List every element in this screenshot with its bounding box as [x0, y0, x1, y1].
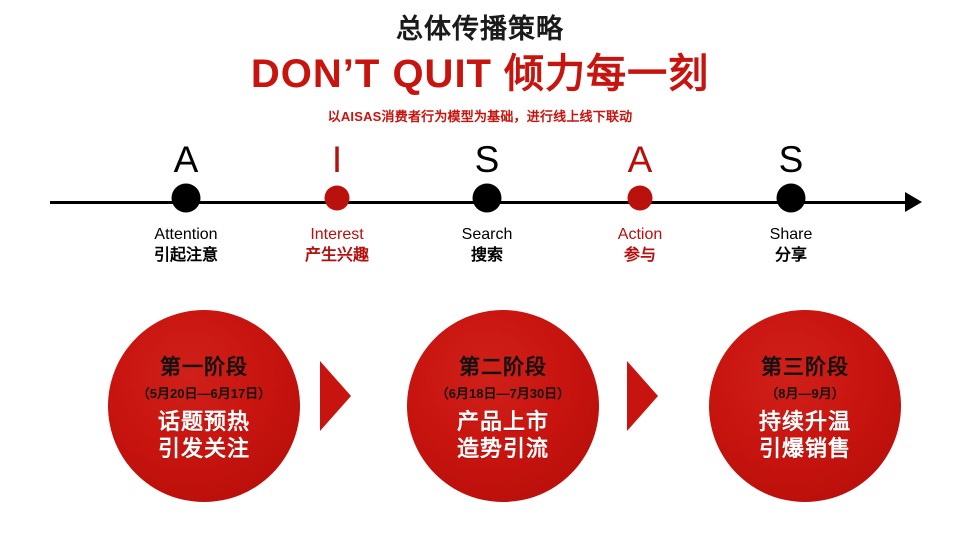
phase-message-line-2: 造势引流 — [456, 435, 549, 461]
node-english-label: Share — [769, 226, 813, 243]
node-chinese-label: 参与 — [623, 247, 656, 264]
phase-arrow-icon-1 — [320, 361, 351, 431]
timeline-dot-icon — [171, 183, 201, 213]
slogan-title: DON’T QUIT 倾力每一刻 — [250, 52, 710, 96]
phase-message-line-1: 话题预热 — [157, 408, 250, 434]
timeline-node-interest[interactable]: I Interest 产生兴趣 — [257, 140, 417, 266]
phase-stage-label: 第一阶段 — [160, 355, 248, 379]
node-letter: I — [331, 139, 343, 180]
timeline-node-action[interactable]: A Action 参与 — [560, 140, 720, 266]
node-chinese-label: 分享 — [774, 247, 807, 264]
node-dot-slot — [711, 182, 871, 216]
phase-message: 话题预热 引发关注 — [158, 408, 250, 462]
timeline-node-attention[interactable]: A Attention 引起注意 — [106, 140, 266, 266]
phase-message: 产品上市 造势引流 — [457, 408, 549, 462]
phase-date-range: （8月—9月） — [765, 385, 845, 401]
phase-message-line-2: 引爆销售 — [758, 435, 851, 461]
phase-arrow-icon-2 — [627, 361, 658, 431]
node-chinese-label: 产生兴趣 — [304, 247, 369, 264]
node-chinese-label: 搜索 — [470, 247, 503, 264]
phase-circle-1[interactable]: 第一阶段 （5月20日—6月17日） 话题预热 引发关注 — [108, 310, 300, 502]
timeline-dot-icon — [776, 183, 806, 213]
node-letter: S — [778, 139, 804, 180]
node-dot-slot — [560, 182, 720, 216]
timeline-dot-icon — [324, 185, 350, 211]
timeline-node-search[interactable]: S Search 搜索 — [407, 140, 567, 266]
node-english-label: Search — [461, 226, 513, 243]
phase-stage-label: 第三阶段 — [761, 355, 849, 379]
node-letter: A — [627, 139, 653, 180]
phase-date-range: （6月18日—7月30日） — [435, 385, 571, 401]
phase-circle-2[interactable]: 第二阶段 （6月18日—7月30日） 产品上市 造势引流 — [407, 310, 599, 502]
node-english-label: Attention — [154, 226, 218, 243]
page-title: 总体传播策略 — [396, 14, 564, 44]
phase-message: 持续升温 引爆销售 — [759, 408, 851, 462]
node-dot-slot — [106, 182, 266, 216]
page-subtitle: 以AISAS消费者行为模型为基础，进行线上线下联动 — [327, 109, 633, 124]
phase-date-range: （5月20日—6月17日） — [136, 385, 272, 401]
phase-stage-label: 第二阶段 — [459, 355, 547, 379]
phase-message-line-2: 引发关注 — [157, 435, 250, 461]
timeline-arrow-icon — [905, 192, 922, 212]
phase-message-line-1: 产品上市 — [456, 408, 549, 434]
phase-circle-3[interactable]: 第三阶段 （8月—9月） 持续升温 引爆销售 — [709, 310, 901, 502]
node-dot-slot — [407, 182, 567, 216]
timeline-node-share[interactable]: S Share 分享 — [711, 140, 871, 266]
phase-message-line-1: 持续升温 — [758, 408, 851, 434]
node-chinese-label: 引起注意 — [153, 247, 218, 264]
timeline-dot-icon — [472, 183, 502, 213]
node-letter: S — [474, 139, 500, 180]
timeline-dot-icon — [627, 185, 653, 211]
node-letter: A — [173, 139, 199, 180]
node-dot-slot — [257, 182, 417, 216]
node-english-label: Interest — [310, 226, 364, 243]
node-english-label: Action — [617, 226, 663, 243]
